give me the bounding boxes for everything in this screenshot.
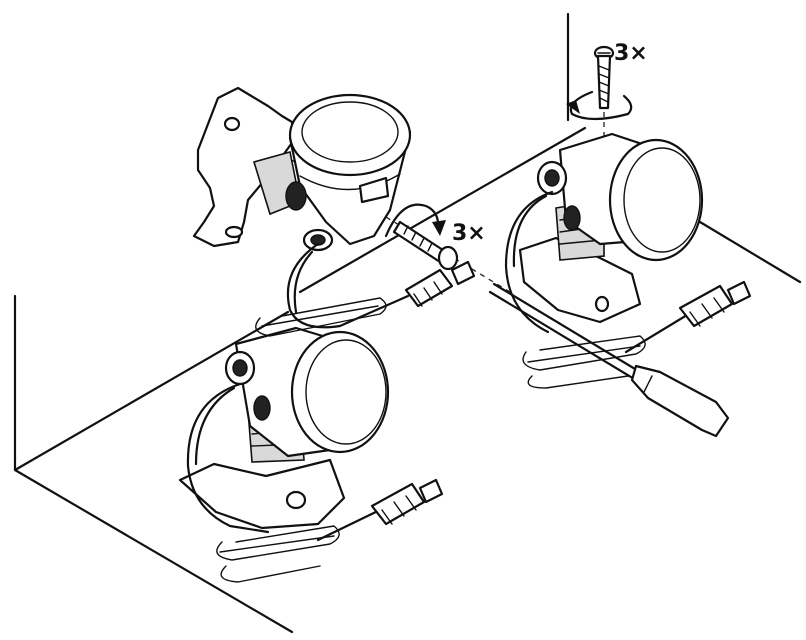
cable-right bbox=[504, 190, 752, 389]
screw-icon bbox=[593, 45, 615, 110]
lower-mounting-surface bbox=[13, 294, 294, 634]
top-screw-quantity: 3× bbox=[614, 41, 648, 66]
side-screw-quantity: 3× bbox=[452, 221, 486, 246]
spotlight-housing-top bbox=[252, 93, 412, 252]
rotation-arrow-icon bbox=[566, 90, 633, 121]
spotlight-right bbox=[518, 132, 704, 324]
screwdriver-icon bbox=[488, 282, 730, 438]
upper-mounting-surface bbox=[298, 12, 802, 294]
wall-bracket bbox=[192, 86, 296, 248]
bracket-hole bbox=[224, 225, 244, 239]
bracket-hole bbox=[223, 116, 241, 132]
cable-top bbox=[255, 242, 476, 337]
screw-icon bbox=[392, 220, 459, 271]
rotation-arrow-icon bbox=[384, 203, 446, 238]
spotlight-bottom bbox=[178, 326, 390, 530]
cable-bottom bbox=[186, 382, 444, 583]
